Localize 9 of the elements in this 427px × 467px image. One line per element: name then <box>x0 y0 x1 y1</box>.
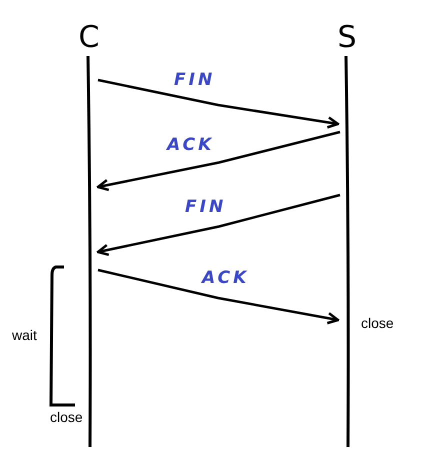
state-label: close <box>50 409 83 425</box>
state-label: close <box>361 315 394 331</box>
arrow <box>98 268 340 324</box>
lifeline-title: C <box>78 22 100 54</box>
arrow <box>96 130 340 192</box>
lifeline-title: S <box>336 22 358 54</box>
arrow <box>96 194 340 256</box>
arrow <box>98 78 340 129</box>
state-label: wait <box>12 327 37 343</box>
